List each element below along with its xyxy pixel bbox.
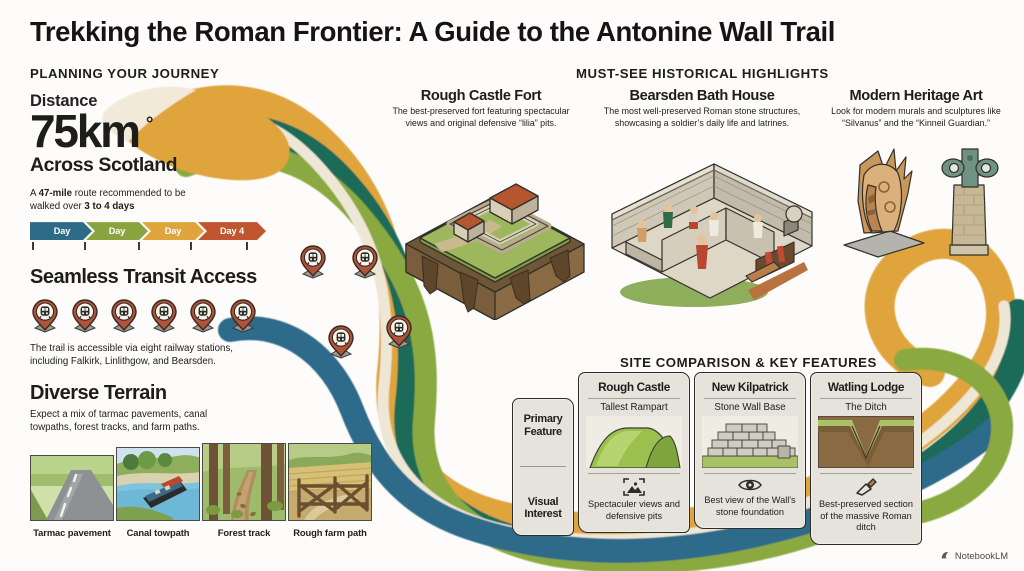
comparison-card-title: New Kilpatrick [711,380,789,394]
isometric-fort-illustration [398,152,592,320]
comparison-feature-illustration [818,416,914,468]
train-station-pin-icon[interactable] [229,299,256,333]
terrain-heading: Diverse Terrain [30,382,167,405]
card-rule [588,398,680,399]
day-segment-label: Day [164,226,182,237]
row-divider [520,466,566,468]
day-segment-label: Day 4 [219,226,245,237]
terrain-gallery: Tarmac pavement Canal towpath Forest track… [30,442,375,538]
watermark-label: NotebookLM [954,550,1008,561]
notebooklm-watermark: NotebookLM [940,550,1008,561]
terrain-forest-image [202,442,286,521]
day-segment-1[interactable]: Day [30,222,92,240]
distance-label: Distance [30,92,98,110]
train-station-pin-icon[interactable] [32,299,58,333]
day-segment-label: Day [108,226,126,237]
transit-heading: Seamless Transit Access [30,266,257,289]
transit-note: The trail is accessible via eight railwa… [30,343,233,368]
train-station-pin-icon[interactable] [111,299,137,333]
degree-symbol: ° [145,114,154,135]
distance-subtitle: Across Scotland [30,154,178,177]
terrain-item: Forest track [202,442,286,538]
day-timeline: Day Day Day Day 4 [30,222,269,240]
terrain-caption: Forest track [217,526,271,538]
notebooklm-icon [941,551,949,559]
day-segment-3[interactable]: Day [142,222,204,240]
comparison-section-label: SITE COMPARISON & KEY FEATURES [620,355,877,370]
card-rule [588,473,680,474]
day-timeline-ticks [30,242,269,251]
highlight-rough-castle: Rough Castle Fort The best-preserved for… [386,88,576,130]
distance-value: 75km [30,105,141,157]
planning-section-label: PLANNING YOUR JOURNEY [30,66,220,81]
highlight-title: Bearsden Bath House [629,88,775,104]
card-rule [704,398,796,399]
highlight-title: Modern Heritage Art [849,88,983,104]
highlight-desc: Look for modern murals and sculptures li… [831,106,1001,128]
highlights-section-label: MUST-SEE HISTORICAL HIGHLIGHTS [576,66,829,81]
card-rule [704,473,796,474]
comparison-feature-illustration [702,416,798,468]
train-station-pin-icon[interactable] [71,299,98,333]
trowel-icon [855,478,877,496]
terrain-caption: Canal towpath [126,526,190,538]
comparison-primary-feature: The Ditch [845,402,887,413]
train-station-pin-icon[interactable] [150,299,177,333]
timeline-tick-3 [190,242,192,251]
route-days: 3 to 4 days [84,201,135,213]
route-note-pre: A [30,188,39,200]
timeline-tick-4 [246,242,248,251]
day-segment-2[interactable]: Day [86,222,148,240]
eye-icon [738,478,762,492]
comparison-card-title: Watling Lodge [827,380,905,394]
comparison-visual-interest: Best view of the Wall's stone foundation [704,495,796,517]
terrain-caption: Tarmac pavement [33,526,111,538]
comparison-card-title: Rough Castle [598,380,670,394]
highlight-heritage-art: Modern Heritage Art Look for modern mura… [824,88,1008,130]
route-note: A 47-mile route recommended to be walked… [30,187,208,213]
row-label-primary-feature: Primary Feature [523,413,563,438]
highlight-desc: The best-preserved fort featuring specta… [392,106,570,128]
card-rule [820,398,912,399]
terrain-farm-image [288,442,372,521]
comparison-primary-feature: Stone Wall Base [714,402,786,413]
terrain-canal-image [116,446,200,521]
highlight-title: Rough Castle Fort [420,88,542,104]
distance-value-group: 75km ° [30,105,375,157]
terrain-item: Canal towpath [116,443,200,538]
isometric-bathhouse-illustration [598,150,822,312]
terrain-road-image [30,454,114,521]
terrain-note: Expect a mix of tarmac pavements, canal … [30,409,208,434]
timeline-tick-0 [32,242,34,251]
day-segment-4[interactable]: Day 4 [198,222,266,240]
terrain-item: Tarmac pavement [30,443,114,538]
image-photo-icon [623,478,645,496]
terrain-caption: Rough farm path [293,526,367,538]
row-label-visual-interest: Visual Interest [524,495,562,521]
comparison-primary-feature: Tallest Rampart [600,402,668,413]
highlight-bearsden: Bearsden Bath House The most well-preser… [600,88,804,130]
map-station-pin-icon[interactable] [386,315,412,349]
route-miles: 47-mile [38,188,73,200]
highlight-desc: The most well-preserved Roman stone stru… [603,106,801,128]
terrain-item: Rough farm path [288,442,372,538]
page-title: Trekking the Roman Frontier: A Guide to … [30,16,835,47]
comparison-visual-interest: Best-preserved section of the massive Ro… [819,499,913,532]
day-segment-label: Day [53,226,71,237]
transit-station-pins [32,299,375,333]
train-station-pin-icon[interactable] [190,299,216,333]
timeline-tick-1 [84,242,86,251]
comparison-visual-interest: Spectaculer views and defensive pits [588,499,680,521]
card-rule [820,473,912,474]
comparison-feature-illustration [586,416,682,468]
timeline-tick-2 [138,242,140,251]
heritage-sculptures-illustration [838,145,1010,267]
